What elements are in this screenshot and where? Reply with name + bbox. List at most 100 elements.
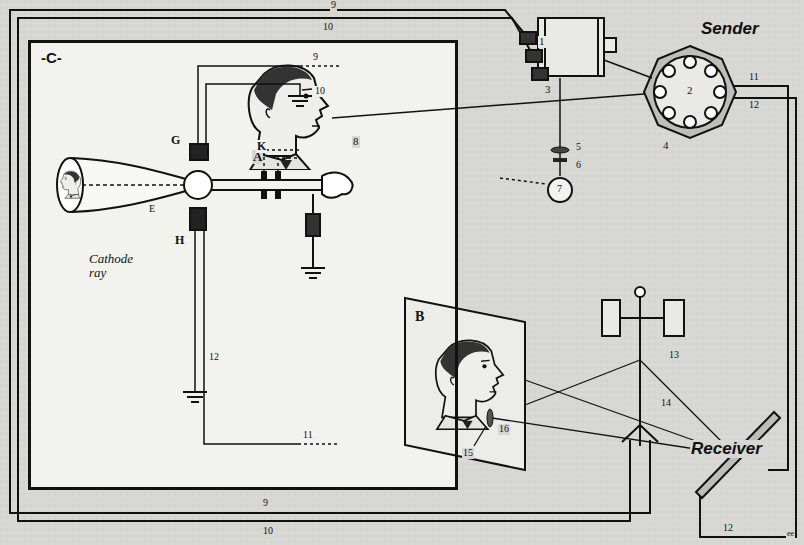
callout-number: 12	[722, 523, 734, 534]
drawing-path	[622, 290, 658, 446]
drawing-path	[204, 230, 298, 444]
inset-wires	[195, 66, 340, 444]
drawing-path	[604, 60, 652, 78]
drawing-rect	[526, 50, 542, 62]
drawing-path	[194, 230, 196, 392]
section-label: B	[414, 310, 425, 325]
drawing-circle	[684, 56, 696, 68]
screen-face	[60, 171, 81, 198]
callout-number: 6	[575, 160, 582, 171]
drawing-path	[72, 158, 186, 212]
drawing-path	[734, 86, 788, 470]
drawing-rect	[520, 32, 536, 44]
callout-number: 1	[538, 36, 546, 48]
callout-number: ee	[786, 530, 795, 538]
aperture-6	[553, 158, 567, 162]
drawing-path	[212, 180, 322, 190]
callout-number: 9	[312, 52, 319, 63]
drawing-path	[545, 18, 598, 76]
section-label: Receiver	[690, 440, 763, 458]
drawing-circle	[654, 86, 666, 98]
lens-5	[551, 147, 569, 153]
callout-number: E	[148, 204, 156, 215]
callout-number: 10	[314, 86, 326, 97]
drawing-path	[10, 10, 650, 513]
light-rays	[332, 60, 652, 184]
callout-number: 10	[262, 526, 274, 537]
callout-number: 12	[208, 352, 220, 363]
drawing-path	[301, 268, 325, 278]
lens-drum	[644, 46, 736, 138]
callout-number: 15	[462, 448, 474, 459]
drawing-rect	[276, 192, 280, 198]
drawing-rect	[604, 38, 616, 52]
lens-16	[487, 409, 493, 427]
drawing-circle	[684, 116, 696, 128]
callout-number: 9	[262, 498, 269, 509]
drawing-path	[18, 18, 630, 521]
callout-number: H	[174, 234, 185, 247]
drawing-path	[525, 360, 640, 405]
drawing-path	[602, 300, 620, 336]
drawing-circle	[705, 65, 717, 77]
callout-number: 7	[556, 184, 563, 195]
drawing-path	[500, 178, 546, 184]
callout-number: 10	[322, 22, 334, 33]
drawing-path	[620, 317, 664, 319]
drawing-rect	[190, 208, 206, 230]
drawing-rect	[306, 214, 320, 236]
drawing-path	[322, 173, 352, 198]
drawing-rect	[262, 172, 266, 178]
drawing-path	[664, 300, 684, 336]
callout-number: 16	[498, 424, 510, 435]
electron-beam	[84, 184, 184, 185]
callout-number: 14	[660, 398, 672, 409]
drawing-path	[298, 443, 340, 445]
scanning-device	[520, 18, 616, 80]
callout-number: 11	[748, 72, 760, 83]
received-image	[436, 340, 503, 429]
drawing-path	[288, 96, 312, 106]
person-a	[249, 65, 328, 170]
wires-11-12	[700, 86, 796, 537]
drawing-rect	[262, 192, 266, 198]
drawing-path	[264, 150, 300, 172]
drawing-path	[312, 194, 314, 268]
drawing-circle	[663, 107, 675, 119]
drawing-circle	[184, 171, 212, 199]
drawing-path	[332, 94, 644, 118]
callout-number: 13	[668, 350, 680, 361]
callout-number: 2	[686, 85, 694, 97]
drawing-circle	[635, 287, 645, 297]
callout-number: 5	[575, 142, 582, 153]
drawing-path	[183, 392, 207, 402]
drawing-polygon	[644, 46, 736, 138]
callout-number: 4	[662, 140, 670, 152]
screen-b	[405, 298, 525, 470]
ground-symbols	[183, 96, 325, 402]
callout-number: 12	[748, 100, 760, 111]
drawing-rect	[190, 144, 208, 160]
callout-number: Cathode ray	[88, 252, 152, 279]
callout-number: K	[256, 140, 267, 153]
drawing-path	[700, 98, 796, 537]
drawing-rect	[532, 68, 548, 80]
callout-number: 3	[544, 84, 552, 96]
callout-number: 8	[352, 136, 360, 148]
inset-ground	[28, 40, 458, 490]
drawing-rect	[276, 172, 280, 178]
photocell-7	[548, 178, 572, 202]
drawing-use	[60, 171, 81, 198]
section-label: Sender	[700, 20, 760, 38]
inset-title: -C-	[39, 49, 64, 66]
drawing-circle	[705, 107, 717, 119]
callout-number: 9	[330, 0, 337, 11]
callout-number: G	[170, 134, 181, 147]
drawing-circle	[714, 86, 726, 98]
drawing-circle	[663, 65, 675, 77]
drawing-circle	[654, 56, 726, 128]
drawing-path	[474, 426, 486, 446]
drawing-path	[198, 66, 300, 144]
drawing-path	[206, 84, 300, 144]
